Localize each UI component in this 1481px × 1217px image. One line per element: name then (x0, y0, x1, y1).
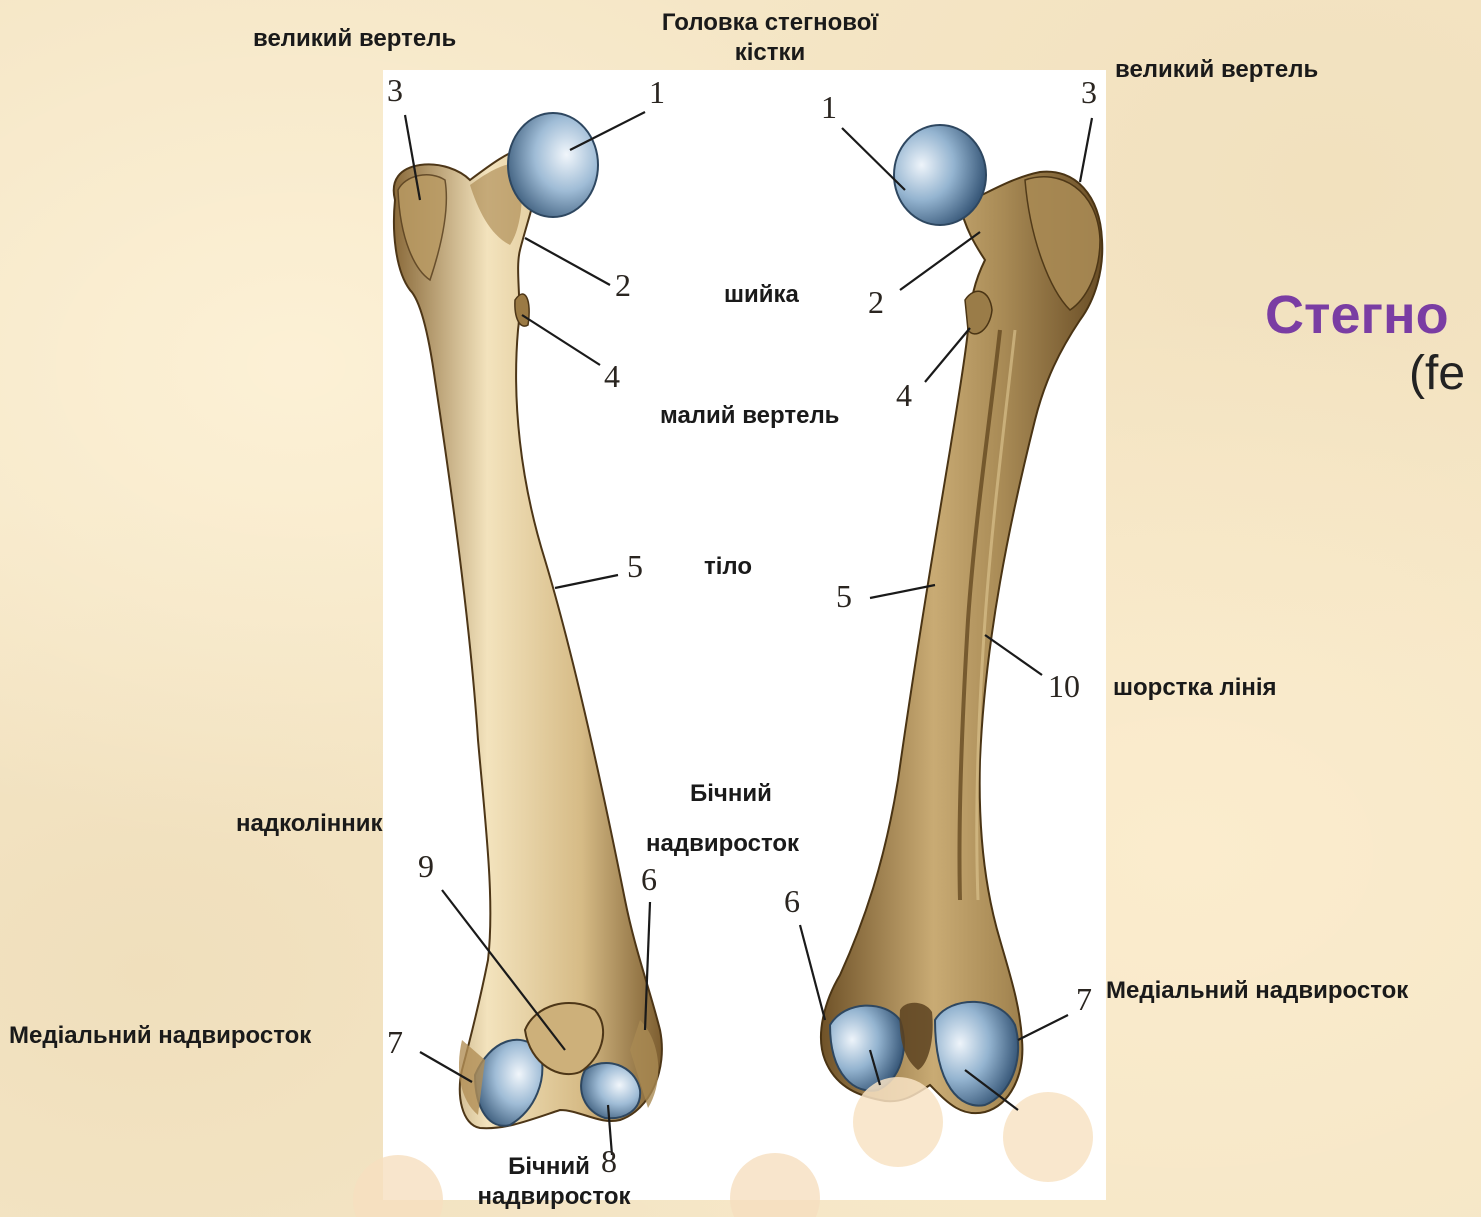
femur-anterior (394, 113, 662, 1128)
label-lesser-trochanter: малий вертель (660, 401, 839, 431)
label-lateral-epicondyle-line2: надвиросток (646, 829, 799, 859)
label-lateral-epicondyle-bottom-line2: надвиросток (454, 1182, 654, 1212)
label-lateral-epicondyle-bottom: Бічний надвиросток (454, 1152, 654, 1212)
number-9: 9 (418, 848, 434, 884)
slide-title: Стегно (1265, 284, 1449, 346)
decor-circle (353, 1155, 443, 1217)
number-7-right: 7 (1076, 981, 1092, 1017)
number-6-left: 6 (641, 861, 657, 897)
label-greater-trochanter-right: великий вертель (1115, 55, 1318, 85)
number-4-right: 4 (896, 377, 912, 413)
number-2-right: 2 (868, 284, 884, 320)
number-3-right: 3 (1081, 74, 1097, 110)
label-femoral-head: Головка стегнової кістки (620, 8, 920, 68)
label-greater-trochanter-left: великий вертель (253, 24, 456, 54)
number-1-right: 1 (821, 89, 837, 125)
label-medial-epicondyle-right: Медіальний надвиросток (1106, 976, 1408, 1006)
slide-subtitle: (fe (1409, 346, 1465, 401)
label-neck: шийка (724, 280, 799, 310)
femoral-head-anterior (508, 113, 598, 217)
number-2-left: 2 (615, 267, 631, 303)
number-7-left: 7 (387, 1024, 403, 1060)
femur-posterior-body (821, 172, 1102, 1114)
number-5-right: 5 (836, 578, 852, 614)
number-10: 10 (1048, 668, 1080, 704)
number-5-left: 5 (627, 548, 643, 584)
label-lateral-epicondyle-line1: Бічний (690, 779, 772, 809)
label-lateral-epicondyle-bottom-line1: Бічний (444, 1152, 654, 1182)
number-4-left: 4 (604, 358, 620, 394)
label-patella: надколінник (236, 809, 383, 839)
decor-circle (853, 1077, 943, 1167)
label-femoral-head-line1: Головка стегнової (620, 8, 920, 38)
number-6-right: 6 (784, 883, 800, 919)
decor-circle (1003, 1092, 1093, 1182)
number-3-left: 3 (387, 72, 403, 108)
decor-circle (730, 1153, 820, 1217)
label-femoral-head-line2: кістки (620, 38, 920, 68)
number-1-left: 1 (649, 74, 665, 110)
femur-posterior (821, 125, 1102, 1113)
label-body: тіло (704, 552, 752, 582)
femoral-head-posterior (894, 125, 986, 225)
label-medial-epicondyle-left: Медіальний надвиросток (9, 1021, 311, 1051)
label-linea-aspera: шорстка лінія (1113, 673, 1277, 703)
